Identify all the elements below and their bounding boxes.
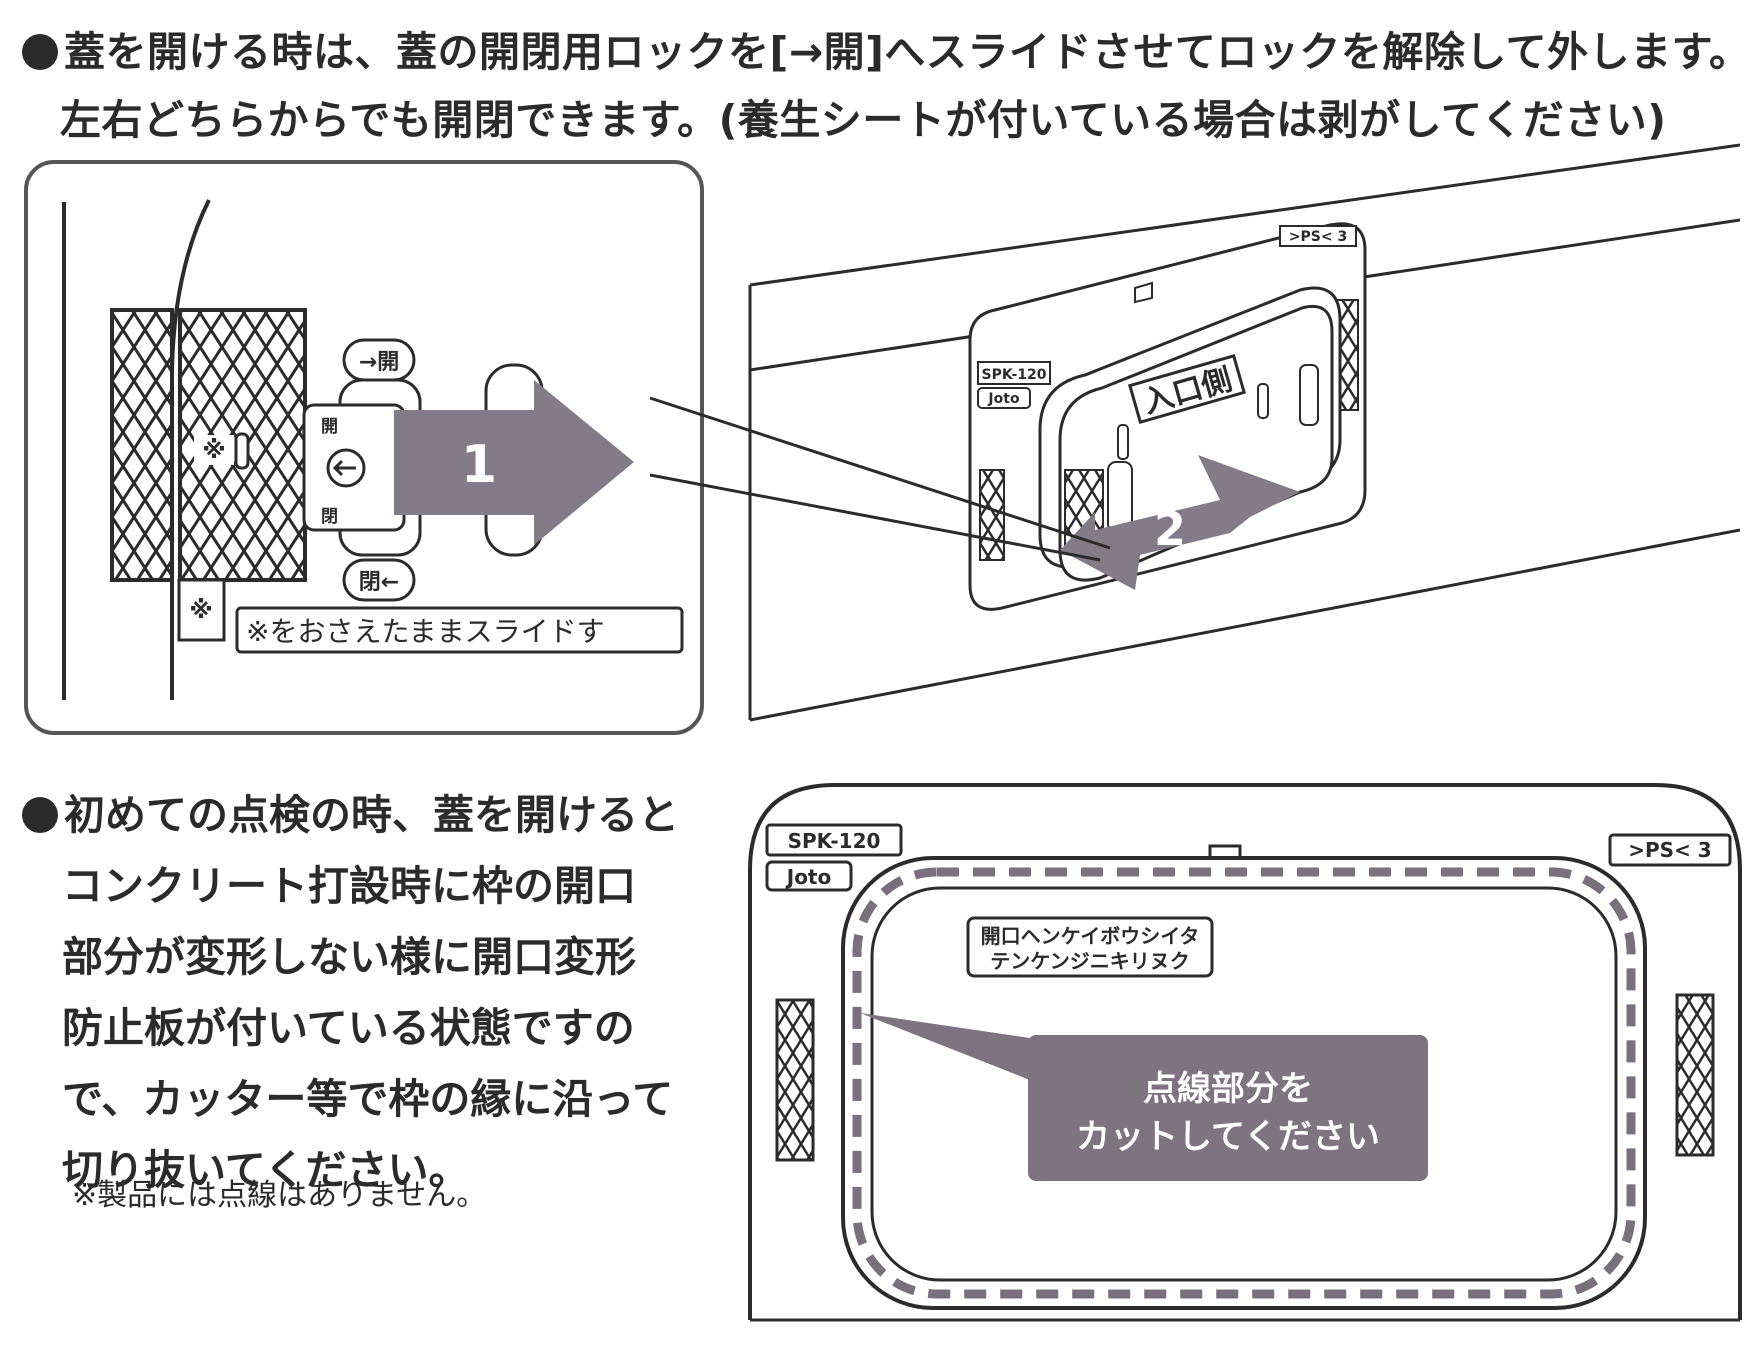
cover-cut-figure: SPK-120 Joto >PS< 3 開口ヘンケイボウシイタ テンケンジニキリ… (748, 783, 1742, 1322)
callout-pointer (860, 1013, 1030, 1080)
callout-line1: 点線部分を (1143, 1069, 1313, 1109)
inlet-label-box (1127, 353, 1247, 425)
open-label: →開 (359, 350, 399, 375)
inspection-line-1: 初めての点検の時、蓋を開けると (22, 780, 679, 851)
inner-label-line1: 開口ヘンケイボウシイタ (981, 924, 1200, 948)
box-brand: Joto (987, 391, 1020, 407)
slot-mark (234, 432, 250, 470)
cover-brand: Joto (785, 865, 831, 889)
cover-model-code: SPK-120 (788, 829, 881, 853)
box-removal-figure: SPK-120 Joto >PS< 3 入口側 2 (748, 143, 1740, 722)
step1-arrow (394, 380, 634, 545)
press-mark: ※ (202, 436, 225, 464)
cover-grip-left (775, 998, 815, 1162)
press-note-box (235, 606, 684, 654)
callout-line2: カットしてください (1076, 1117, 1380, 1157)
bullet-icon (22, 34, 58, 70)
inspection-paragraph: 初めての点検の時、蓋を開けると コンクリート打設時に枠の開口 部分が変形しない様… (22, 780, 679, 1206)
inspection-line-5: で、カッター等で枠の縁に沿って (62, 1075, 674, 1123)
inner-label-box (966, 916, 1214, 978)
inner-label-line2: テンケンジニキリヌク (990, 949, 1189, 973)
close-label: 閉← (359, 570, 399, 595)
intro-paragraph: 蓋を開ける時は、蓋の開閉用ロックを[→開]へスライドさせてロックを解除して外しま… (22, 18, 1751, 154)
cover-grip-right (1675, 993, 1715, 1157)
lid-lock-right (1299, 364, 1319, 426)
cover-ps-mark: >PS< 3 (1628, 838, 1711, 862)
step2-number: 2 (1154, 502, 1186, 556)
lock-detail-figure: ※ ※ →開 閉← 開 閉 1 ※をおさえたままスライドす (24, 160, 704, 735)
lock-close-mark: 閉 (321, 507, 338, 527)
step1-number: 1 (461, 435, 497, 495)
inspection-line-4: 防止板が付いている状態ですの (62, 1004, 635, 1052)
press-note: ※をおさえたままスライドす (246, 615, 605, 648)
intro-line-2: 左右どちらからでも開閉できます。(養生シートが付いている場合は剥がしてください) (60, 96, 1667, 144)
intro-line-1-text: 蓋を開ける時は、蓋の開閉用ロックを[→開]へスライドさせてロックを解除して外しま… (64, 28, 1751, 76)
box-model-code: SPK-120 (981, 367, 1046, 383)
callout-box (1028, 1035, 1428, 1181)
close-label-badge (342, 558, 416, 602)
inspection-note: ※製品には点線はありません。 (72, 1178, 487, 1213)
inspection-line-6: 切り抜いてください。 (62, 1146, 470, 1194)
lock-open-mark: 開 (321, 417, 338, 437)
inspection-line-3: 部分が変形しない様に開口変形 (62, 933, 636, 981)
bullet-icon (22, 797, 58, 833)
step2-arrow (1060, 455, 1300, 590)
intro-line-1: 蓋を開ける時は、蓋の開閉用ロックを[→開]へスライドさせてロックを解除して外しま… (22, 18, 1751, 86)
box-ps-mark: >PS< 3 (1289, 229, 1347, 245)
grip-pattern-left (110, 308, 174, 582)
press-mark-lower: ※ (189, 596, 212, 624)
inspection-line-2: コンクリート打設時に枠の開口 (62, 862, 636, 910)
cut-dashed-line (852, 867, 1636, 1299)
